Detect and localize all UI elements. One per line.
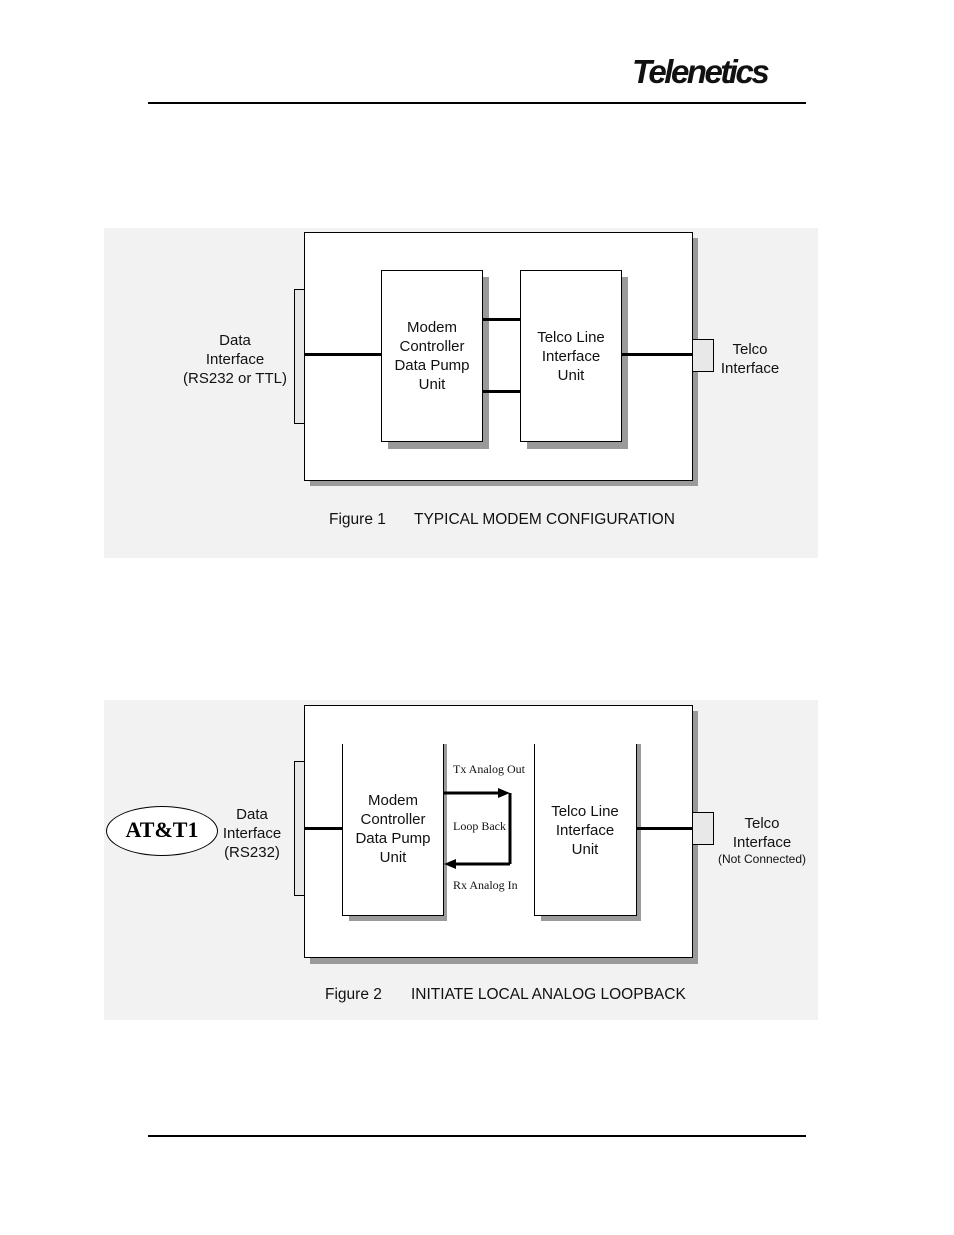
telco-unit-2-shadow-right bbox=[635, 744, 641, 921]
telco-line bbox=[622, 353, 693, 356]
figure-1-modem-unit-label: Modem Controller Data Pump Unit bbox=[394, 319, 470, 393]
header-rule bbox=[148, 102, 806, 104]
footer-rule bbox=[148, 1135, 806, 1137]
figure-1-caption-title: TYPICAL MODEM CONFIGURATION bbox=[414, 511, 675, 528]
at-command-badge bbox=[106, 806, 218, 856]
interconnect-line-lower bbox=[483, 390, 521, 393]
figure-2-caption-title: INITIATE LOCAL ANALOG LOOPBACK bbox=[411, 986, 686, 1003]
loopback-path bbox=[444, 788, 512, 869]
figure-1-data-interface-label: Data Interface (RS232 or TTL) bbox=[183, 332, 287, 387]
figure-2-telco-interface-label: Telco Interface (Not Connected) bbox=[717, 815, 807, 866]
figure-1-caption-number: Figure 1 bbox=[329, 511, 386, 528]
figure-1-modem-controller-unit bbox=[381, 270, 483, 442]
loop-back-label: Loop Back bbox=[453, 819, 506, 833]
figure-2-modem-unit-label: Modem Controller Data Pump Unit bbox=[355, 792, 431, 866]
figure-2-data-interface-label: Data Interface (RS232) bbox=[222, 806, 282, 861]
tx-arrowhead-icon bbox=[498, 788, 510, 798]
figure-2-modem-controller-unit bbox=[342, 744, 444, 916]
interconnect-line-upper bbox=[483, 318, 521, 321]
rx-analog-in-label: Rx Analog In bbox=[453, 878, 518, 892]
figure-1-telco-unit-label: Telco Line Interface Unit bbox=[537, 329, 605, 384]
rx-arrowhead-icon bbox=[444, 859, 456, 869]
figure-1-modem-enclosure bbox=[304, 232, 693, 481]
figure-2-caption-number: Figure 2 bbox=[325, 986, 382, 1003]
telco-interface-port-2 bbox=[692, 812, 714, 845]
figure-1-telco-interface-label: Telco Interface bbox=[720, 341, 780, 377]
data-line-2 bbox=[305, 827, 343, 830]
telco-line-2 bbox=[636, 827, 693, 830]
telco-unit-2-shadow-bottom bbox=[541, 915, 641, 921]
tx-analog-out-label: Tx Analog Out bbox=[453, 762, 525, 776]
at-command-text: AT&T1 bbox=[125, 817, 199, 842]
figure-2-telco-unit-label: Telco Line Interface Unit bbox=[551, 803, 619, 858]
data-interface-connector bbox=[294, 289, 305, 424]
figure-2-telco-line-interface-unit bbox=[534, 744, 637, 916]
modem-unit-2-shadow-right bbox=[441, 744, 447, 921]
telco-interface-port bbox=[692, 339, 714, 372]
telenetics-logo: Telenetics bbox=[632, 53, 770, 90]
data-line bbox=[305, 353, 382, 356]
modem-unit-2-shadow-bottom bbox=[349, 915, 447, 921]
data-interface-connector-2 bbox=[294, 761, 305, 896]
figure-1-telco-line-interface-unit bbox=[520, 270, 622, 442]
